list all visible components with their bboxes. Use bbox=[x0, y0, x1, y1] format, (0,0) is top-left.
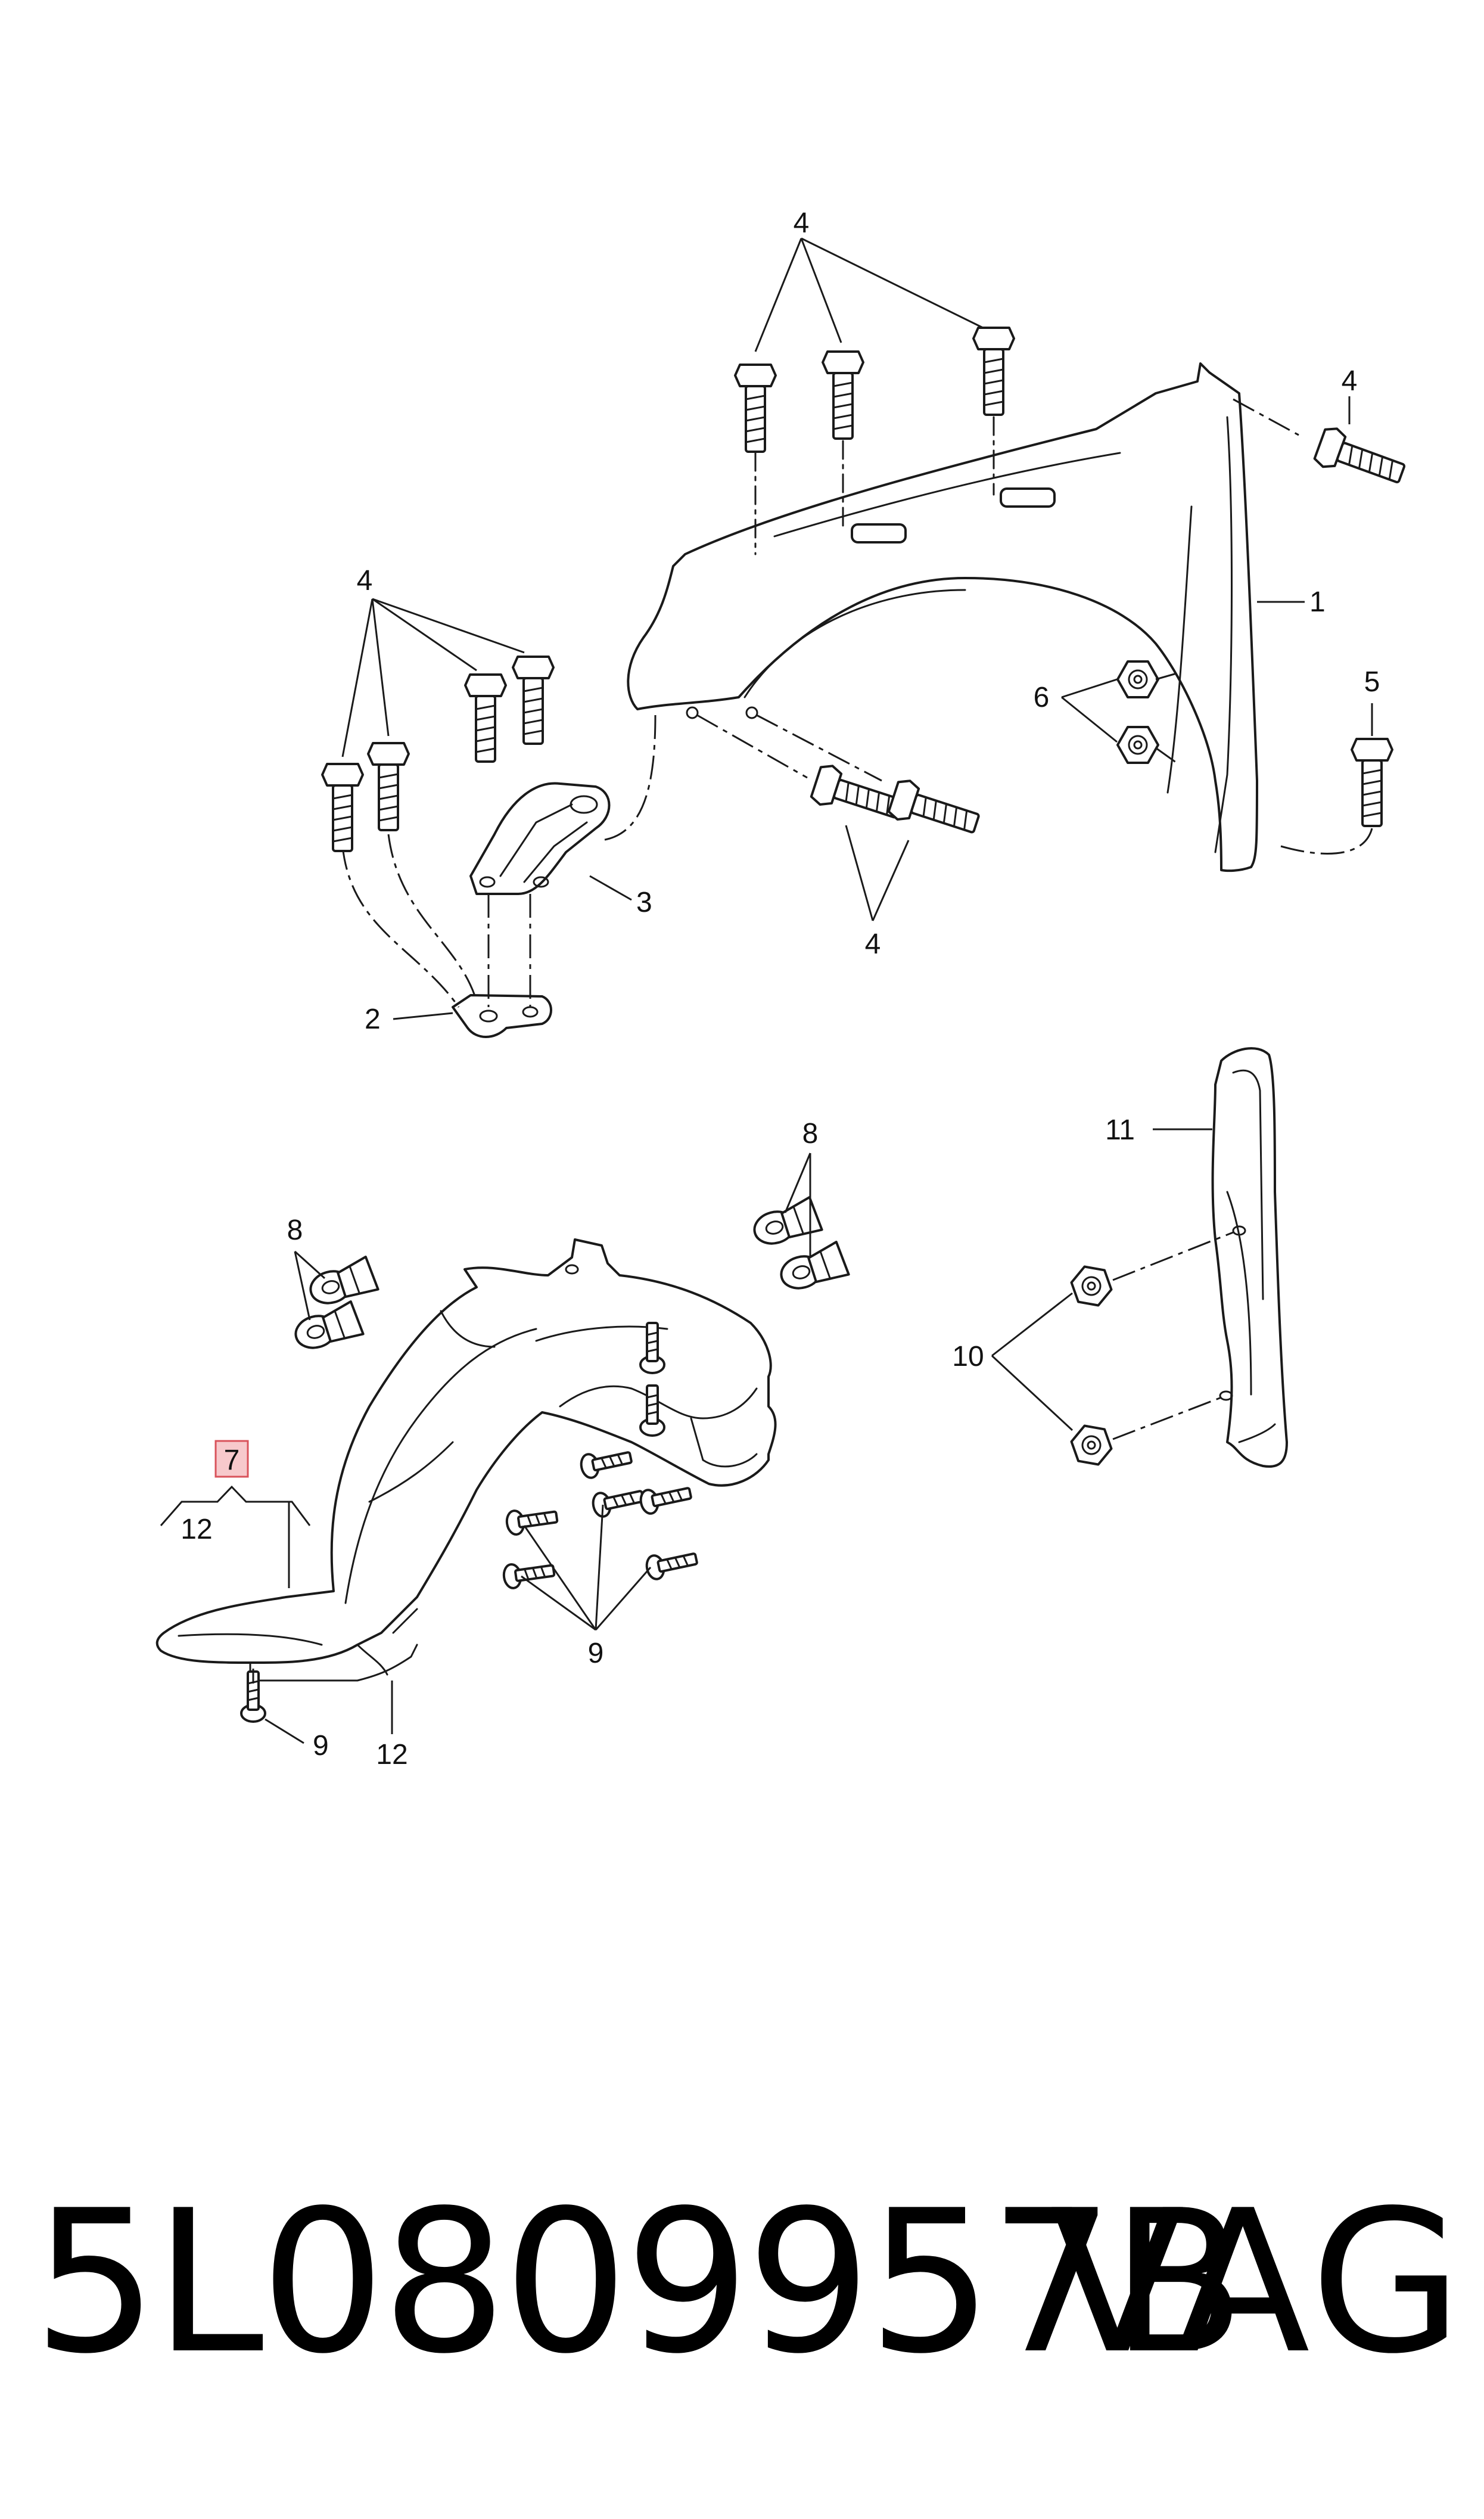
clip-icon bbox=[304, 1254, 380, 1309]
bolt-icon bbox=[1351, 738, 1393, 827]
bracket-part-3 bbox=[469, 782, 611, 895]
bolt-icon bbox=[367, 742, 410, 831]
callout-3: 3 bbox=[636, 887, 652, 918]
bolt-icon bbox=[1311, 424, 1410, 495]
callout-4-left: 4 bbox=[357, 565, 373, 597]
trim-part-11 bbox=[1211, 1047, 1288, 1468]
part-number: 5L0809957B bbox=[33, 2168, 1246, 2397]
clip-icon bbox=[290, 1299, 365, 1353]
callout-4-top: 4 bbox=[794, 207, 810, 239]
screw-icon bbox=[501, 1557, 557, 1591]
callout-2: 2 bbox=[365, 1004, 381, 1035]
callout-9-center: 9 bbox=[588, 1638, 604, 1669]
bracket-part-2 bbox=[452, 994, 552, 1038]
callout-4-lower: 4 bbox=[865, 928, 881, 960]
bolt-icon bbox=[512, 656, 555, 745]
screw-icon bbox=[504, 1504, 560, 1537]
bolt-icon bbox=[822, 350, 864, 440]
nut-icon bbox=[1067, 1263, 1116, 1309]
bolt-icon bbox=[321, 763, 364, 852]
nut-icon bbox=[1116, 726, 1159, 764]
bolt-icon bbox=[734, 364, 777, 453]
wheel-housing-liner-part-12 bbox=[155, 1238, 777, 1682]
bolt-icon bbox=[464, 673, 507, 763]
callout-12-left: 12 bbox=[181, 1514, 212, 1545]
screw-icon bbox=[637, 1480, 694, 1517]
callout-9-bottom: 9 bbox=[313, 1730, 329, 1762]
callout-5: 5 bbox=[1364, 666, 1380, 698]
brand-name: VAG bbox=[1050, 2168, 1466, 2397]
callout-6: 6 bbox=[1034, 682, 1050, 713]
clip-icon bbox=[748, 1195, 824, 1249]
callout-7-highlight bbox=[214, 1440, 249, 1478]
bolt-icon bbox=[886, 776, 984, 844]
screw-icon bbox=[643, 1545, 700, 1582]
callout-12-bottom: 12 bbox=[376, 1739, 407, 1771]
callout-10: 10 bbox=[952, 1341, 984, 1372]
bolt-icon bbox=[972, 327, 1015, 416]
nut-icon bbox=[1116, 660, 1159, 698]
callout-11: 11 bbox=[1105, 1114, 1135, 1146]
bolt-icon bbox=[808, 761, 907, 830]
screw-icon bbox=[578, 1444, 634, 1481]
clip-icon bbox=[775, 1240, 851, 1294]
callout-7: 7 bbox=[224, 1445, 240, 1476]
screw-icon bbox=[590, 1483, 646, 1520]
callout-1: 1 bbox=[1309, 586, 1326, 618]
callout-8-left: 8 bbox=[287, 1215, 303, 1246]
callout-8-right: 8 bbox=[802, 1118, 819, 1150]
callout-4-right: 4 bbox=[1342, 365, 1358, 397]
fender-part-1 bbox=[627, 362, 1258, 872]
nut-icon bbox=[1067, 1422, 1116, 1468]
